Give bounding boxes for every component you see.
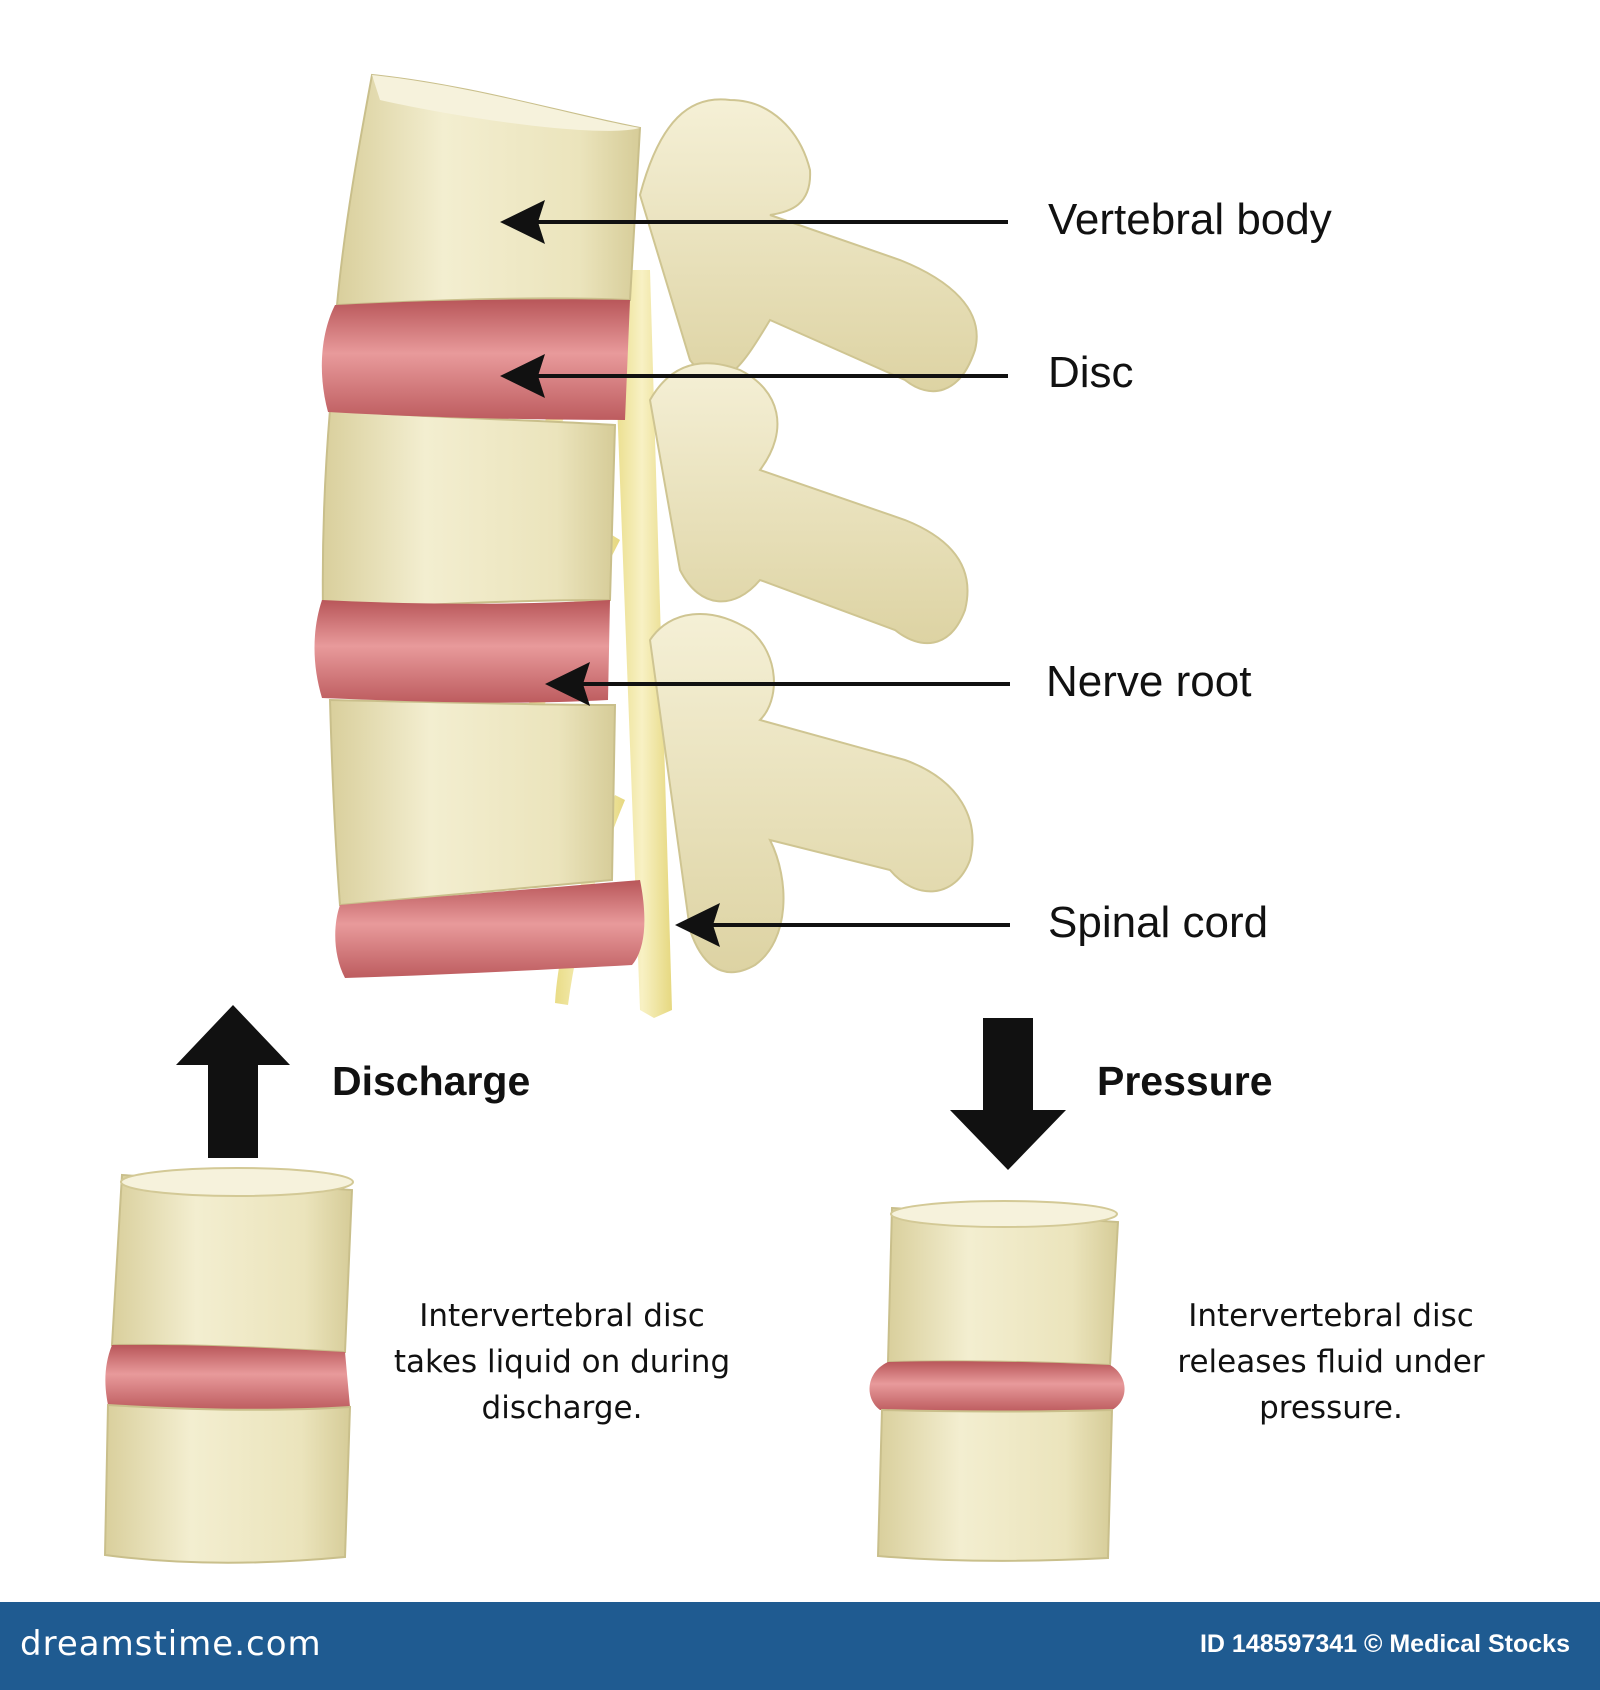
footer-bar: dreamstime.com ID 148597341 © Medical St… xyxy=(0,1602,1600,1690)
discharge-up-arrow xyxy=(176,1005,290,1158)
label-spinal-cord: Spinal cord xyxy=(1048,898,1269,947)
pressure-description-line: Intervertebral disc xyxy=(1188,1298,1474,1334)
pressure-down-arrow xyxy=(950,1018,1066,1170)
pointer-arrows xyxy=(500,200,1010,947)
label-discharge: Discharge xyxy=(332,1058,531,1104)
label-nerve-root: Nerve root xyxy=(1046,657,1252,706)
discharge-description-line: takes liquid on during xyxy=(393,1344,731,1380)
label-pressure: Pressure xyxy=(1097,1058,1273,1104)
discharge-vertebra xyxy=(103,1167,354,1564)
discharge-description-line: discharge. xyxy=(481,1390,643,1426)
pressure-description-line: pressure. xyxy=(1259,1390,1403,1426)
discharge-description: Intervertebral disc takes liquid on duri… xyxy=(362,1293,762,1431)
pressure-description: Intervertebral disc releases fluid under… xyxy=(1131,1293,1531,1431)
label-vertebral-body: Vertebral body xyxy=(1048,195,1332,244)
spine-illustration xyxy=(103,73,1125,1564)
footer-brand[interactable]: dreamstime.com xyxy=(20,1624,322,1664)
label-disc: Disc xyxy=(1048,348,1134,397)
spinal-cord xyxy=(612,270,672,1018)
pressure-vertebra xyxy=(869,1200,1125,1562)
pressure-description-line: releases fluid under xyxy=(1177,1344,1485,1380)
intervertebral-discs xyxy=(314,299,645,978)
footer-credit: ID 148597341 © Medical Stocks xyxy=(1199,1630,1570,1658)
discharge-description-line: Intervertebral disc xyxy=(419,1298,705,1334)
vertebral-bodies xyxy=(321,73,642,907)
vertebral-processes xyxy=(638,98,978,974)
